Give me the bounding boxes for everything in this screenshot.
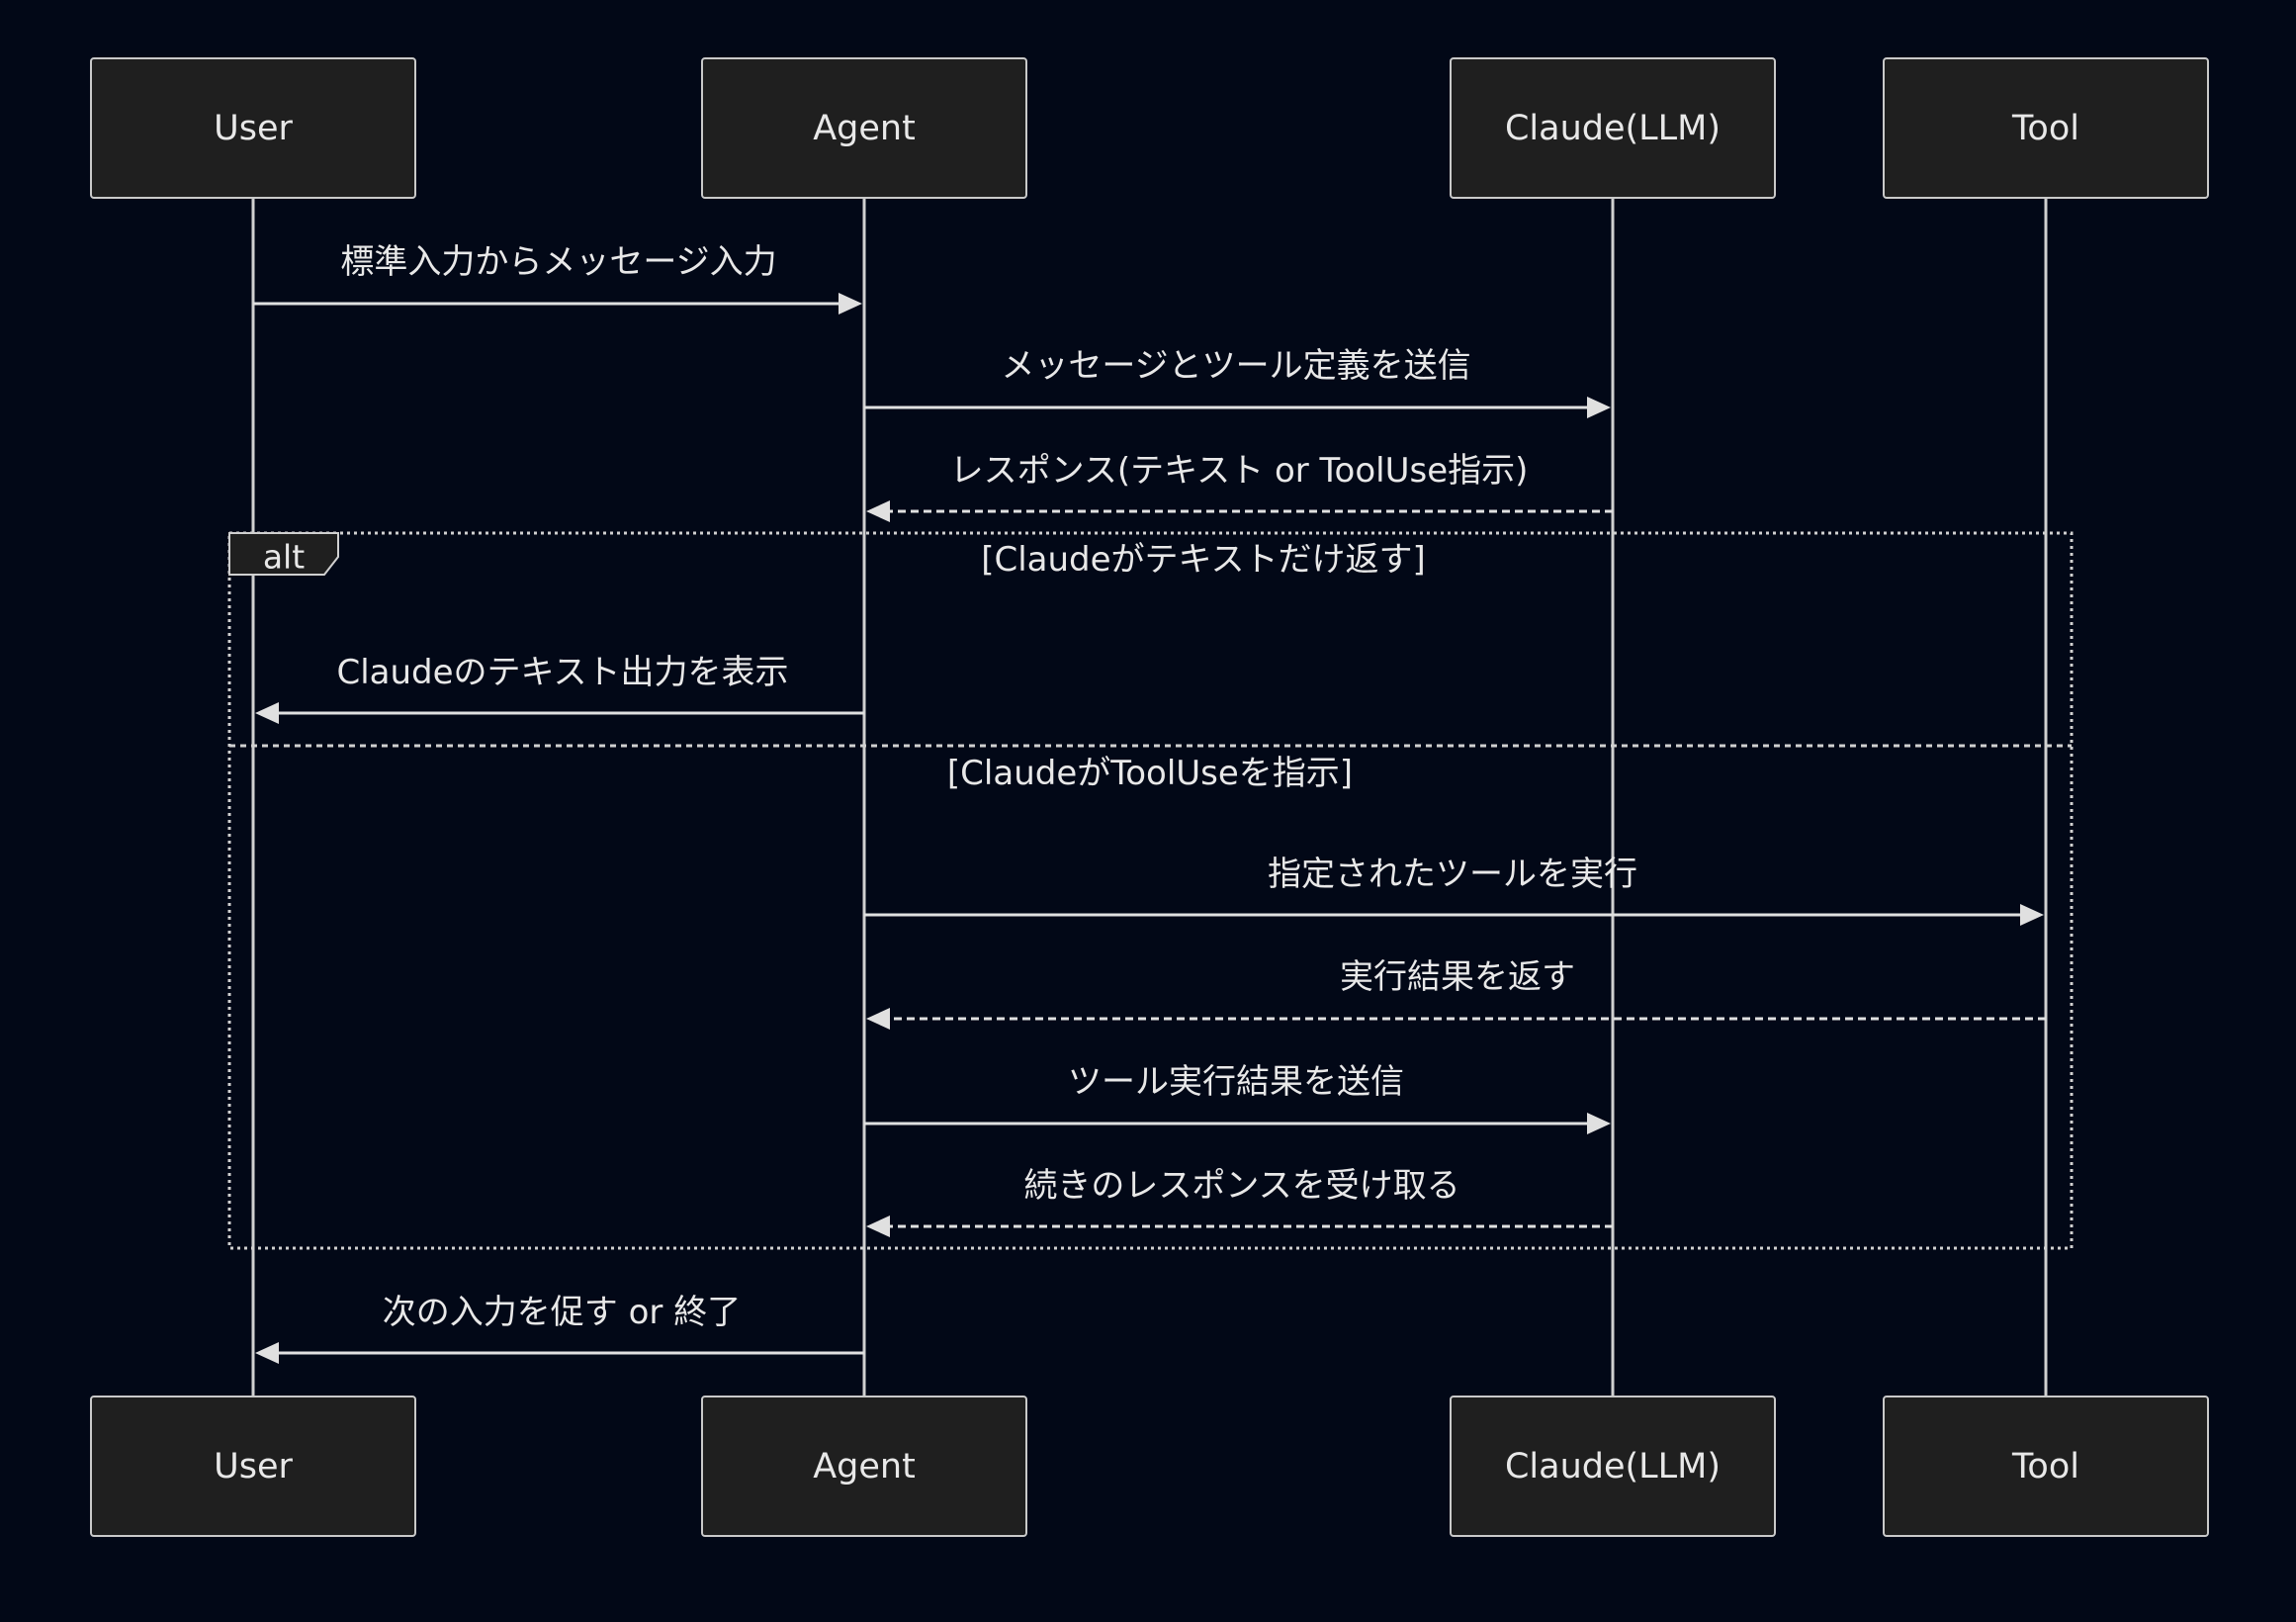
arrowhead [839,293,862,315]
message-label: ツール実行結果を送信 [1068,1062,1404,1102]
actor-label: Tool [2011,109,2079,148]
actor-box [701,1396,1027,1537]
arrowhead [866,1008,890,1030]
alt-condition-text-only: [Claudeがテキストだけ返す] [981,540,1426,580]
message-label: 続きのレスポンスを受け取る [1023,1166,1459,1206]
arrowhead [2020,904,2044,926]
actor-claude-bottom: Claude(LLM) [1450,1396,1776,1537]
alt-frame-border [227,531,2074,1250]
alt-tab-label: alt [263,538,305,577]
actor-box [90,1396,416,1537]
actor-label: Tool [2011,1447,2079,1487]
message-3: レスポンス(テキスト or ToolUse指示) [866,451,1613,522]
message-label: 次の入力を促す or 終了 [383,1293,741,1332]
actor-label: Agent [813,109,916,148]
actor-box [701,57,1027,199]
message-label: メッセージとツール定義を送信 [1001,346,1470,386]
actor-box [1883,57,2209,199]
actor-box [1883,1396,2209,1537]
actor-agent-bottom: Agent [701,1396,1027,1537]
message-2: メッセージとツール定義を送信 [864,346,1611,418]
actor-tool-bottom: Tool [1883,1396,2209,1537]
message-label: 標準入力からメッセージ入力 [340,242,776,282]
alt-tab [228,532,339,576]
arrowhead [255,1342,279,1364]
actor-agent-top: Agent [701,57,1027,199]
message-4: Claudeのテキスト出力を表示 [255,653,864,724]
alt-frame: alt [Claudeがテキストだけ返す] [ClaudeがToolUseを指示… [227,531,2074,1250]
actor-box [1450,57,1776,199]
arrowhead [1587,397,1611,418]
message-9: 次の入力を促す or 終了 [255,1293,864,1364]
message-label: Claudeのテキスト出力を表示 [336,653,788,692]
actor-box [1450,1396,1776,1537]
arrowhead [866,500,890,522]
arrowhead [1587,1113,1611,1134]
message-8: 続きのレスポンスを受け取る [866,1166,1613,1237]
message-7: ツール実行結果を送信 [864,1062,1611,1134]
arrowhead [255,702,279,724]
message-5: 指定されたツールを実行 [864,855,2044,926]
message-label: 指定されたツールを実行 [1268,855,1637,894]
actor-user-top: User [90,57,416,199]
message-6: 実行結果を返す [866,957,2046,1030]
message-label: 実行結果を返す [1340,957,1575,997]
actor-claude-top: Claude(LLM) [1450,57,1776,199]
actor-user-bottom: User [90,1396,416,1537]
actor-label: User [214,109,293,148]
actor-tool-top: Tool [1883,57,2209,199]
arrowhead [866,1216,890,1237]
message-label: レスポンス(テキスト or ToolUse指示) [950,451,1529,491]
actor-box [90,57,416,199]
actor-label: Claude(LLM) [1505,1447,1721,1487]
actor-label: Claude(LLM) [1505,109,1721,148]
actor-label: User [214,1447,293,1487]
message-1: 標準入力からメッセージ入力 [253,242,862,315]
actor-label: Agent [813,1447,916,1487]
alt-condition-tool-use: [ClaudeがToolUseを指示] [947,754,1353,793]
